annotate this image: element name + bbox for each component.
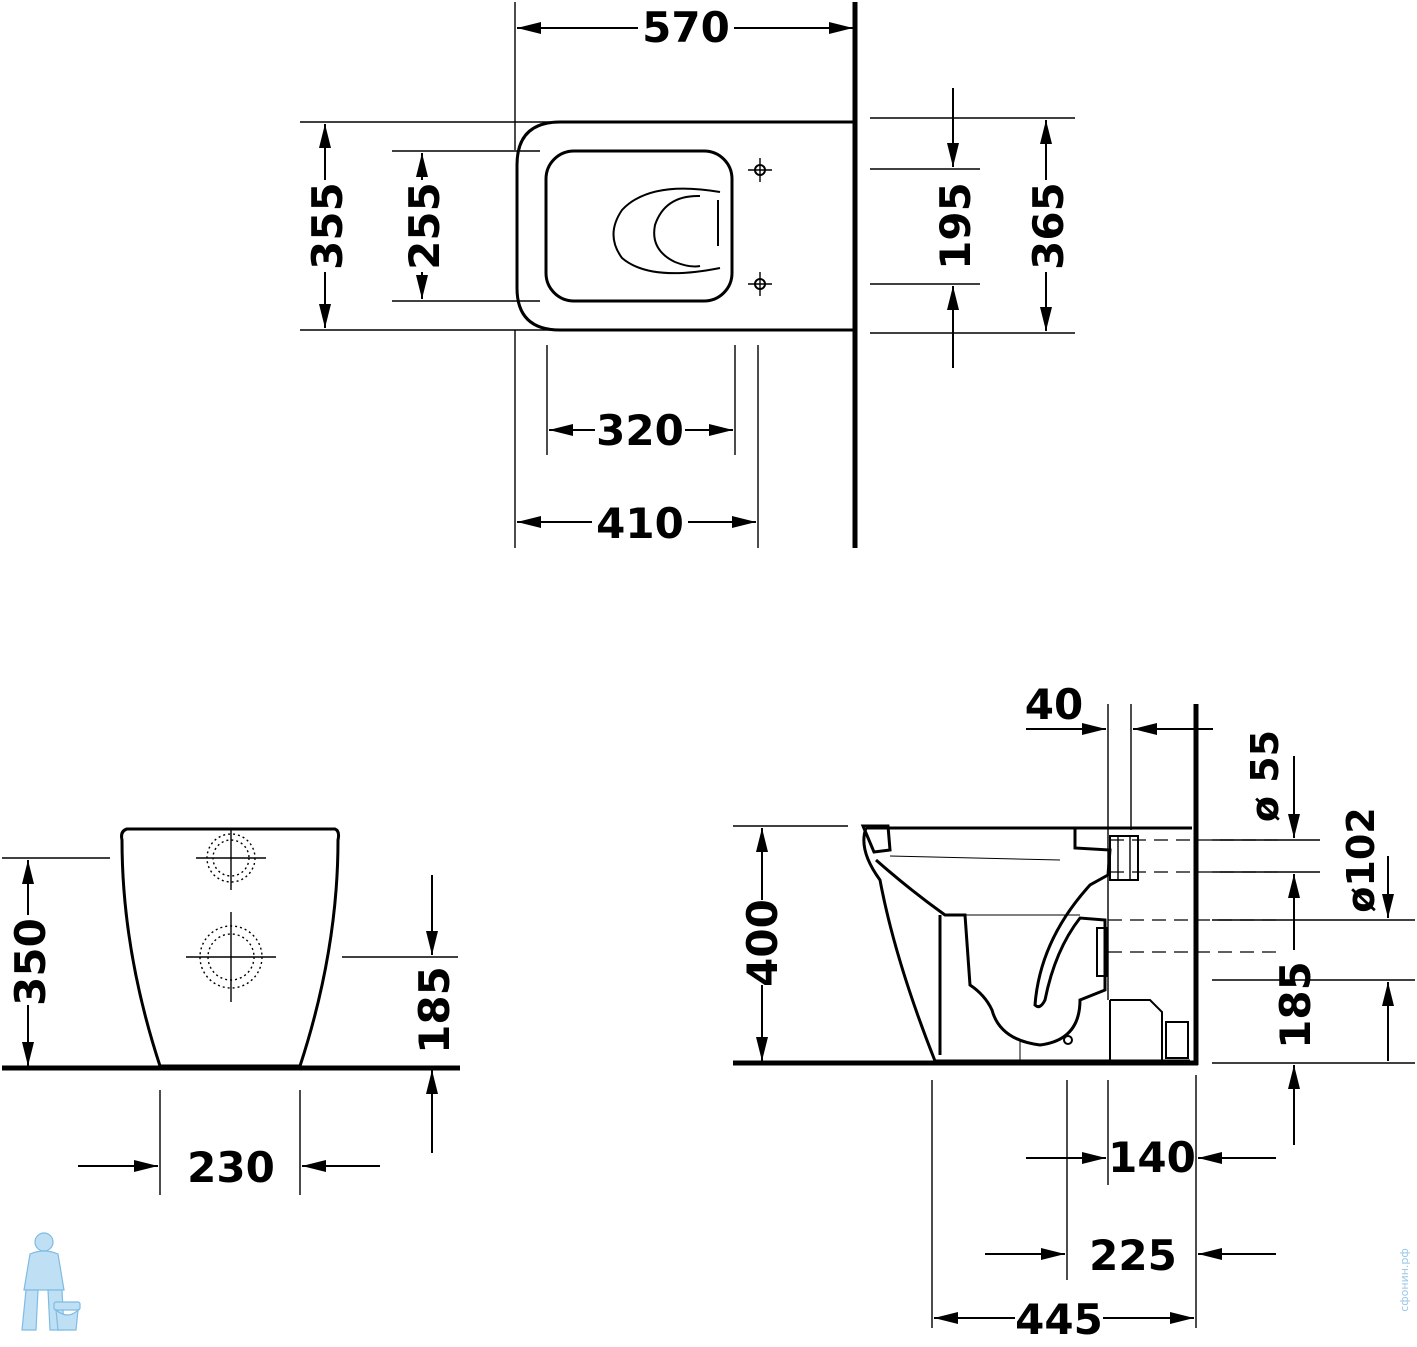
dim-320-label: 320 [596,406,684,455]
connection-upper-back [196,829,266,890]
dim-195-label: 195 [931,182,980,270]
dim-410-label: 410 [596,499,684,548]
outlet-arc-inner [653,194,701,268]
dim-d102: ø102 [1339,807,1394,918]
rear-detail-side [1109,999,1163,1060]
bolt-mark-lower [748,272,772,296]
dim-355: 355 [303,124,352,328]
dim-400-label: 400 [738,899,787,987]
dim-185-side: 185 [1271,961,1394,1145]
seat-front-side [860,824,892,854]
dim-185-back-label: 185 [410,966,459,1054]
extension-lines-top [300,2,1075,548]
bowl-outline-top [515,120,853,332]
fixing-point-side [1063,1035,1073,1045]
connection-lower-back [186,912,276,1002]
top-view: 570 355 255 195 [300,2,1075,548]
dim-255: 255 [400,153,449,299]
dim-185-side-label: 185 [1271,961,1320,1049]
dim-410: 410 [517,499,756,548]
dim-400: 400 [738,828,787,1061]
extension-lines-back [2,857,458,1195]
outlet-pipe-side [1109,835,1139,881]
dim-40: 40 [1025,680,1213,735]
dim-225-label: 225 [1089,1231,1177,1280]
side-view: 40 ø 55 ø102 400 1 [733,680,1415,1344]
dim-140: 140 [1026,1133,1276,1182]
fixing-block-side [1165,1021,1189,1059]
bowl-inner-side [875,828,1112,1047]
body-outline-side [862,826,1192,1063]
dim-365-label: 365 [1024,182,1073,270]
plumber-logo-icon [21,1232,81,1331]
lower-connection-side [1096,927,1108,977]
bowl-inner-top [544,149,734,303]
dim-570: 570 [517,3,853,52]
dim-40-label: 40 [1025,680,1083,729]
dim-445-label: 445 [1015,1295,1103,1344]
dim-350-label: 350 [6,918,55,1006]
dim-d102-label: ø102 [1339,807,1383,912]
dim-320: 320 [549,406,733,455]
dim-195: 195 [931,88,980,368]
dim-445: 445 [934,1295,1194,1344]
dim-255-label: 255 [400,182,449,270]
body-outline-back [120,827,341,1068]
dim-355-label: 355 [303,182,352,270]
extension-lines-side [733,704,1415,1328]
watermark-text: сфонин.рф [1398,1248,1411,1312]
dim-230-label: 230 [187,1143,275,1192]
bolt-mark-upper [748,158,772,182]
dim-365: 365 [1024,120,1073,331]
dim-d55-label: ø 55 [1243,730,1287,822]
dim-140-label: 140 [1108,1133,1196,1182]
dim-230: 230 [78,1143,380,1192]
dim-185-back: 185 [410,875,459,1153]
outlet-arc-outer [612,187,721,275]
dim-d55: ø 55 [1243,730,1300,950]
dim-225: 225 [985,1231,1276,1280]
back-view: 350 185 230 [2,827,460,1195]
rim-line-side [889,855,1061,861]
dim-350: 350 [6,860,55,1066]
dim-570-label: 570 [642,3,730,52]
